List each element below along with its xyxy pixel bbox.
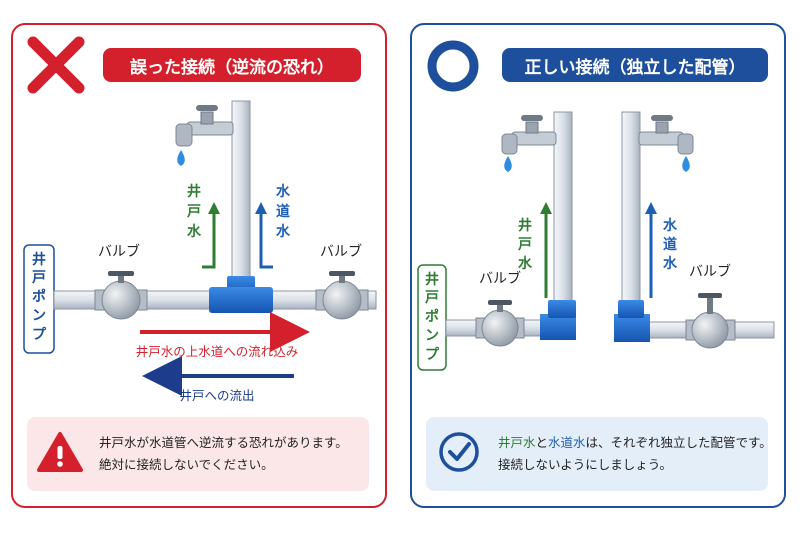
well-pipe-riser (553, 111, 573, 319)
valve-icon (475, 300, 525, 347)
well-water-label-r2: 戸 (518, 237, 532, 253)
pump-label-right-4: ン (425, 328, 439, 344)
warning-note-text: 井戸水が水道管へ逆流する恐れがあります。 絶対に接続しないでください。 (99, 432, 348, 476)
well-pump-box-right (417, 264, 447, 371)
info-note-and: と (535, 435, 549, 450)
correct-connection-panel: 正しい接続（独立した配管） 井戸水と水道水は、それぞれ独立した配管です。 接続し… (410, 23, 786, 508)
faucet-icon (638, 115, 694, 155)
warning-note-line2: 絶対に接続しないでください。 (99, 457, 274, 472)
circle-mark-icon (427, 40, 479, 92)
faucet-icon (501, 115, 557, 155)
pump-label-left-3: ポ (32, 288, 46, 305)
water-drop-icon (504, 156, 512, 172)
city-water-arrow-right (645, 202, 657, 298)
flow-in-label: 井戸水の上水道への流れ込み (136, 344, 299, 359)
info-note-well: 井戸水 (498, 435, 536, 450)
city-water-label-2: 道 (276, 203, 290, 220)
valve-label-right-left: バルブ (479, 270, 521, 287)
cross-mark-icon (27, 36, 85, 94)
info-note-text: 井戸水と水道水は、それぞれ独立した配管です。 接続しないようにしましょう。 (498, 432, 772, 476)
info-note-line1: 井戸水と水道水は、それぞれ独立した配管です。 (498, 432, 772, 454)
correct-title-banner: 正しい接続（独立した配管） (502, 48, 768, 82)
city-water-arrow (255, 202, 273, 269)
pump-label-right-1: 井 (425, 271, 439, 288)
pump-label-left-1: 井 (32, 251, 46, 268)
info-note: 井戸水と水道水は、それぞれ独立した配管です。 接続しないようにしましょう。 (426, 417, 772, 491)
warning-note: 井戸水が水道管へ逆流する恐れがあります。 絶対に接続しないでください。 (27, 417, 369, 491)
riser-pipe-left (231, 100, 251, 292)
pump-label-right-3: ポ (425, 308, 439, 325)
valve-label-right-right: バルブ (689, 263, 731, 280)
pump-label-left-4: ン (32, 308, 46, 324)
city-water-label-r2: 道 (663, 236, 677, 253)
city-water-label-1: 水 (276, 183, 291, 200)
check-circle-icon (439, 432, 479, 472)
water-drop-icon (177, 150, 185, 166)
city-elbow-fitting (614, 314, 650, 342)
well-water-label-3: 水 (187, 223, 202, 240)
valve-icon (685, 293, 736, 349)
warning-icon (37, 432, 83, 472)
well-water-label-2: 戸 (187, 204, 201, 220)
warning-note-line1: 井戸水が水道管へ逆流する恐れがあります。 (99, 435, 348, 450)
pump-label-right-5: プ (425, 347, 440, 363)
water-drop-icon (682, 156, 690, 172)
well-elbow-fitting (540, 314, 576, 340)
city-pipe-riser (621, 111, 641, 319)
incorrect-connection-panel: 誤った接続（逆流の恐れ） 井戸水が水道管へ逆流する恐れがあります。 絶対に接続し… (11, 23, 387, 508)
flow-out-label: 井戸への流出 (179, 388, 254, 403)
well-elbow-top (548, 300, 576, 318)
faucet-icon (175, 105, 234, 147)
tee-fitting (209, 276, 273, 313)
pump-label-left-5: プ (32, 327, 47, 343)
city-water-label-3: 水 (276, 223, 291, 240)
city-elbow-top (618, 300, 644, 318)
valve-icon (315, 271, 369, 320)
info-note-city: 水道水 (548, 435, 586, 450)
city-water-label-r3: 水 (663, 255, 678, 272)
valve-label-right: バルブ (320, 243, 362, 260)
info-note-rest: は、それぞれ独立した配管です。 (585, 435, 772, 450)
incorrect-title-banner: 誤った接続（逆流の恐れ） (103, 48, 361, 82)
well-water-label-r1: 井 (518, 217, 532, 234)
valve-label-left: バルブ (98, 243, 140, 260)
pump-label-right-2: 戸 (425, 290, 439, 306)
city-water-label-r1: 水 (663, 217, 678, 234)
well-water-label-1: 井 (187, 183, 201, 200)
well-water-arrow-right (540, 202, 552, 298)
info-note-line2: 接続しないようにしましょう。 (498, 457, 673, 472)
valve-icon (94, 271, 148, 320)
well-water-label-r3: 水 (518, 255, 533, 272)
pump-label-left-2: 戸 (32, 270, 46, 286)
well-water-arrow (202, 202, 220, 269)
